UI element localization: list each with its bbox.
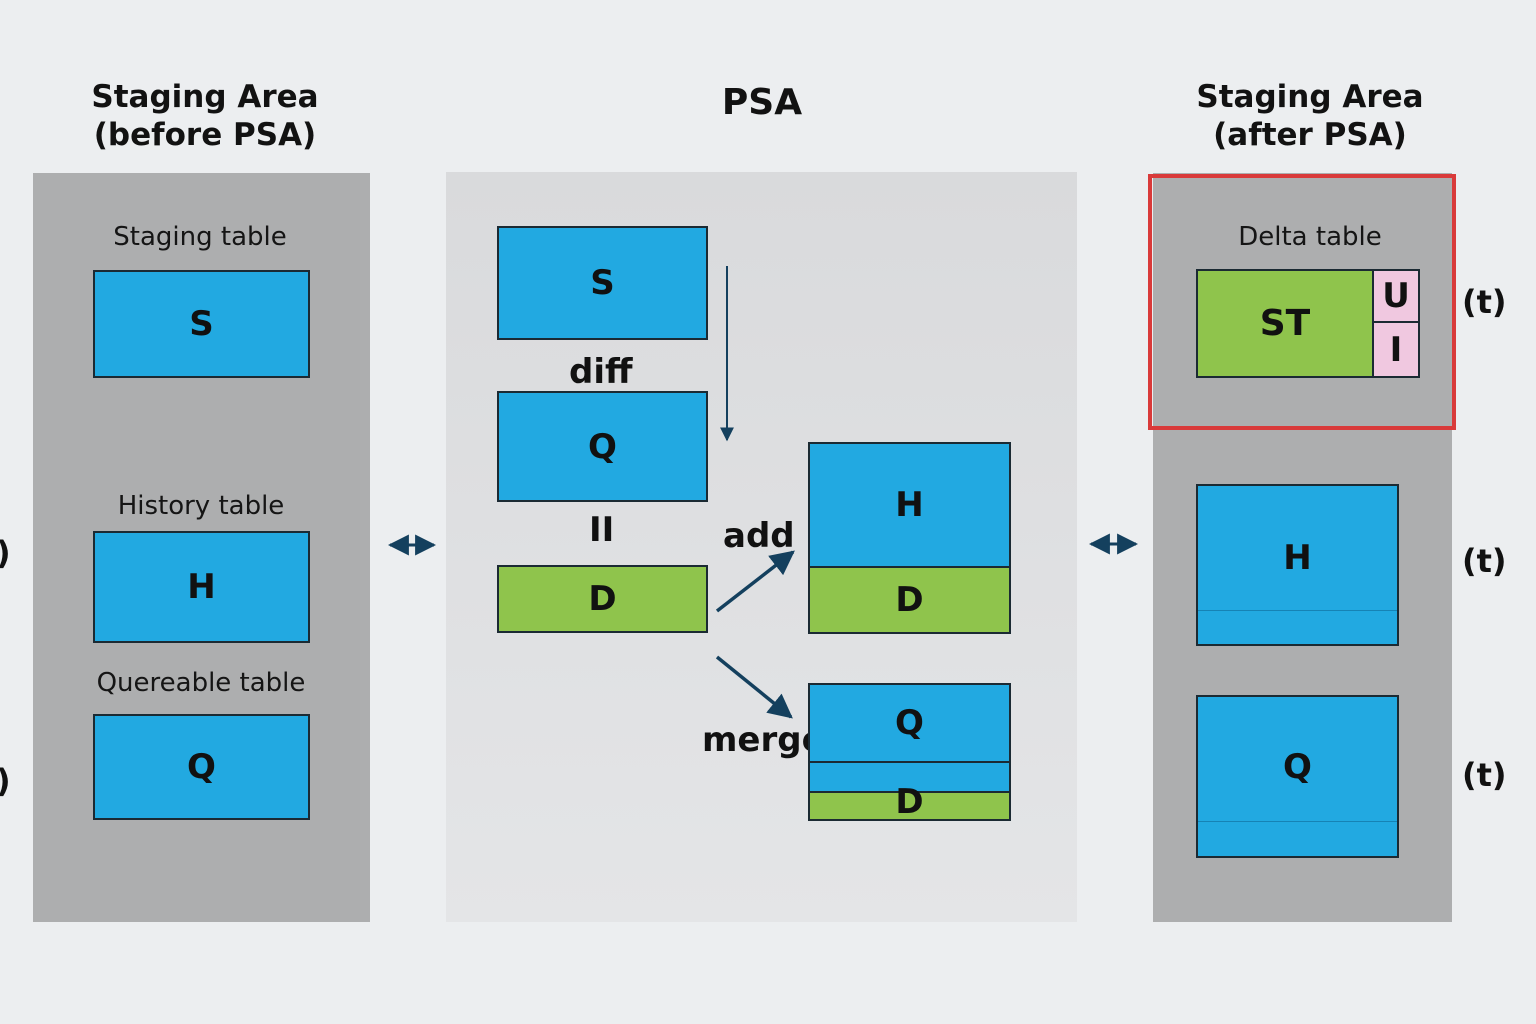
queryable-table-label: Quereable table: [96, 668, 306, 698]
delta-u-flag: U: [1372, 271, 1418, 323]
after-queryable-box: Q: [1196, 695, 1399, 858]
heading-after-psa: Staging Area (after PSA): [1196, 79, 1424, 153]
history-table-box: H: [93, 531, 310, 643]
staging-table-box: S: [93, 270, 310, 378]
delta-st-cell: ST: [1198, 271, 1372, 376]
add-arrow: [715, 550, 795, 613]
psa-d-box: D: [497, 565, 708, 633]
history-table-label: History table: [117, 491, 285, 521]
psa-q-stack-d: D: [810, 785, 1009, 819]
time-mark-history: (t): [1462, 542, 1507, 580]
after-history-band: [1198, 610, 1397, 644]
diff-label: diff: [569, 352, 633, 392]
queryable-table-box: Q: [93, 714, 310, 820]
psa-h-stack-d: D: [810, 566, 1009, 632]
edge-mark-queryable: ): [0, 762, 11, 800]
psa-h-stack-h: H: [810, 444, 1009, 566]
psa-h-stack: H D: [808, 442, 1011, 634]
after-history-box: H: [1196, 484, 1399, 646]
after-history-main: H: [1198, 486, 1397, 610]
psa-q-box: Q: [497, 391, 708, 502]
psa-q-stack: Q D: [808, 683, 1011, 821]
merge-label: merge: [702, 720, 825, 760]
merge-arrow: [715, 655, 793, 719]
after-queryable-band: [1198, 821, 1397, 856]
edge-mark-history: ): [0, 534, 11, 572]
add-label: add: [723, 516, 795, 556]
time-mark-delta: (t): [1462, 283, 1507, 321]
time-mark-queryable: (t): [1462, 756, 1507, 794]
psa-s-box: S: [497, 226, 708, 340]
delta-i-flag: I: [1372, 323, 1418, 376]
delta-highlight-frame: [1148, 174, 1456, 430]
after-queryable-main: Q: [1198, 697, 1397, 821]
equals-label: II: [589, 510, 615, 550]
heading-psa: PSA: [721, 82, 803, 123]
delta-table-box: ST U I: [1196, 269, 1420, 378]
heading-before-psa: Staging Area (before PSA): [91, 79, 319, 153]
delta-table-label: Delta table: [1238, 222, 1382, 252]
psa-q-stack-band: [810, 761, 1009, 791]
staging-table-label: Staging table: [113, 222, 287, 252]
psa-q-stack-q: Q: [810, 685, 1009, 761]
